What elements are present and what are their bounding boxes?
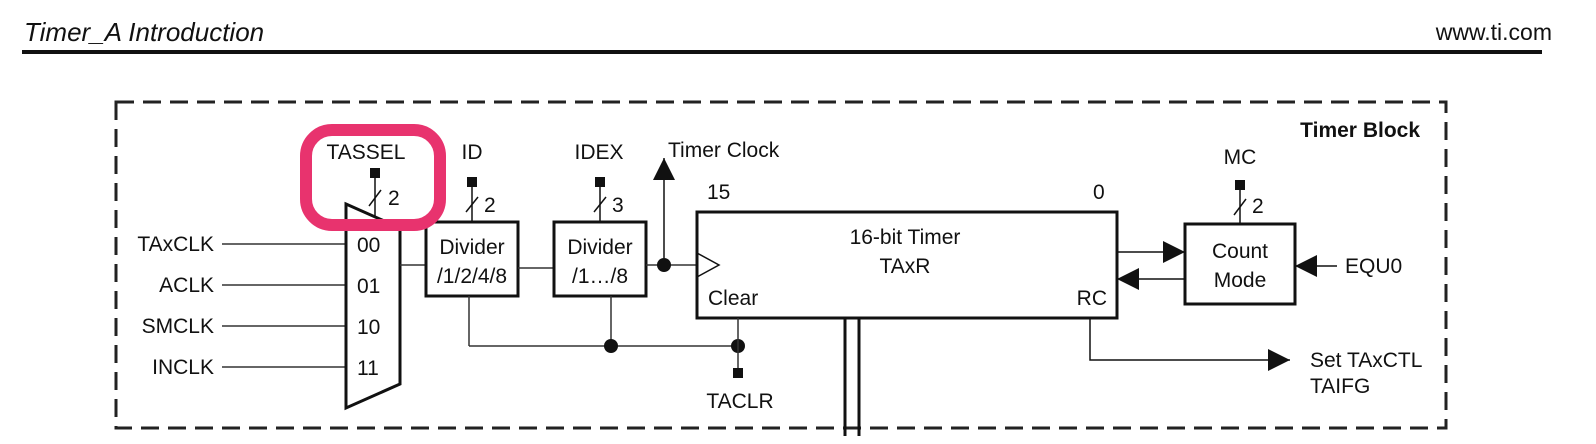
timer-title: 16-bit Timer bbox=[850, 226, 961, 249]
taclr-label: TACLR bbox=[706, 390, 773, 413]
id-control-terminal bbox=[467, 177, 477, 187]
clear-junction-1 bbox=[604, 339, 618, 353]
input-label-smclk: SMCLK bbox=[142, 315, 214, 338]
divider1-title: Divider bbox=[439, 236, 504, 259]
divider2-ratio: /1…/8 bbox=[572, 265, 628, 288]
timer-clear-label: Clear bbox=[708, 287, 758, 310]
timer-clock-junction bbox=[657, 258, 671, 272]
taifg-output-line1: Set TAxCTL bbox=[1310, 349, 1422, 372]
mux-code-01: 01 bbox=[357, 275, 380, 298]
timer-register-box bbox=[695, 210, 1119, 320]
id-label: ID bbox=[462, 141, 483, 164]
divider1-box bbox=[424, 220, 520, 298]
mux-code-10: 10 bbox=[357, 316, 380, 339]
timer-block-outline bbox=[114, 100, 1448, 430]
id-bus-slash bbox=[465, 196, 479, 213]
wire-rc-taifg bbox=[1089, 318, 1290, 371]
tassel-control-terminal bbox=[370, 168, 380, 178]
mc-bus-width: 2 bbox=[1252, 195, 1264, 218]
divider2-title: Divider bbox=[567, 236, 632, 259]
divider2-box bbox=[552, 220, 648, 298]
timer-register-name: TAxR bbox=[880, 255, 931, 278]
tassel-label: TASSEL bbox=[327, 141, 406, 164]
input-label-aclk: ACLK bbox=[159, 274, 214, 297]
section-title: Timer_A Introduction bbox=[24, 17, 265, 47]
mc-control-terminal bbox=[1235, 180, 1245, 190]
input-label-inclk: INCLK bbox=[152, 356, 214, 379]
mc-bus-slash bbox=[1233, 198, 1247, 216]
tassel-bus-width: 2 bbox=[388, 187, 400, 210]
timer-bit-high: 15 bbox=[707, 181, 730, 204]
idex-bus-width: 3 bbox=[612, 194, 624, 217]
idex-label: IDEX bbox=[574, 141, 623, 164]
input-label-taxclk: TAxCLK bbox=[137, 233, 214, 256]
tassel-bus-slash bbox=[368, 189, 382, 207]
count-mode-subtitle: Mode bbox=[1214, 269, 1267, 292]
idex-bus-slash bbox=[593, 196, 607, 213]
taifg-output-line2: TAIFG bbox=[1310, 375, 1370, 398]
website-link[interactable]: www.ti.com bbox=[1435, 19, 1552, 45]
timer-clock-label: Timer Clock bbox=[668, 139, 780, 162]
mux-code-11: 11 bbox=[357, 357, 379, 380]
taclr-terminal bbox=[733, 368, 743, 378]
id-bus-width: 2 bbox=[484, 194, 496, 217]
count-mode-box bbox=[1183, 222, 1297, 306]
timer-bit-low: 0 bbox=[1093, 181, 1105, 204]
clock-input-triangle bbox=[696, 252, 721, 278]
equ0-label: EQU0 bbox=[1345, 255, 1402, 278]
header-rule bbox=[22, 50, 1542, 54]
timer-block-title: Timer Block bbox=[1300, 119, 1420, 142]
idex-control-terminal bbox=[595, 177, 605, 187]
tassel-highlight-annotation bbox=[300, 124, 446, 231]
mc-label: MC bbox=[1224, 146, 1257, 169]
mux-code-00: 00 bbox=[357, 234, 380, 257]
divider1-ratio: /1/2/4/8 bbox=[437, 265, 507, 288]
timer-rc-label: RC bbox=[1077, 287, 1107, 310]
count-mode-title: Count bbox=[1212, 240, 1268, 263]
